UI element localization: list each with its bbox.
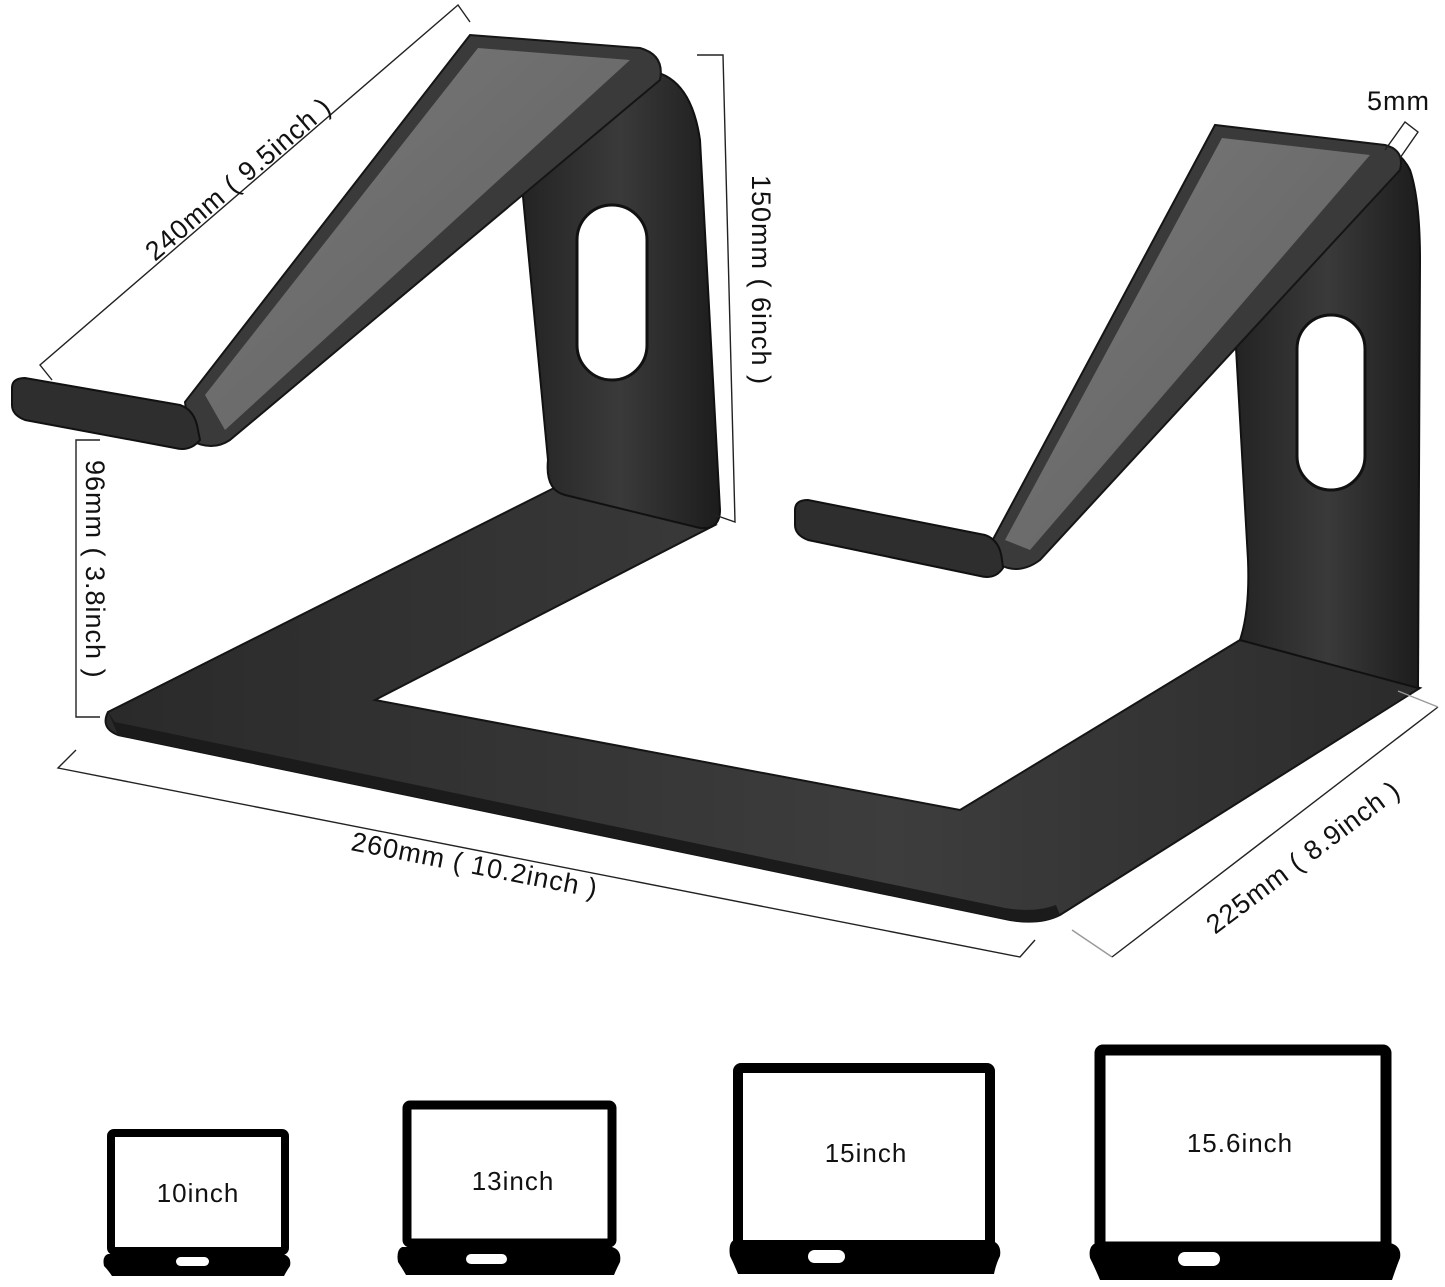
laptop-size-10inch: 10inch xyxy=(103,1129,291,1276)
dimension-front-height: 96mm ( 3.8inch ) xyxy=(75,439,110,718)
dimension-label-top-length: 240mm ( 9.5inch ) xyxy=(139,91,337,266)
laptop-size-13inch: 13inch xyxy=(397,1100,621,1275)
laptop-size-label: 13inch xyxy=(472,1166,555,1196)
dimension-label-thickness: 5mm xyxy=(1367,86,1430,116)
stand-base-edge xyxy=(108,712,1060,922)
laptop-size-15inch: 15inch xyxy=(729,1063,1001,1274)
compatible-sizes-row: 10inch 13inch 15inch xyxy=(103,1044,1401,1280)
left-arm-pad xyxy=(205,48,630,430)
laptop-stand xyxy=(11,33,1423,923)
stand-right-lip xyxy=(794,498,1005,578)
laptop-icon xyxy=(729,1063,1001,1274)
laptop-icon xyxy=(1089,1044,1401,1280)
laptop-size-label: 15inch xyxy=(825,1138,908,1168)
dimension-label-width: 260mm ( 10.2inch ) xyxy=(349,826,601,903)
dimension-height: 150mm ( 6inch ) xyxy=(697,54,776,523)
laptop-icon xyxy=(103,1129,291,1276)
stand-left-lip xyxy=(11,376,202,450)
dimension-thickness: 5mm xyxy=(1367,86,1430,159)
laptop-size-label: 10inch xyxy=(157,1178,240,1208)
right-leg-cutout xyxy=(1295,313,1367,492)
dimension-label-front-height: 96mm ( 3.8inch ) xyxy=(80,460,110,679)
dimension-label-height: 150mm ( 6inch ) xyxy=(746,175,776,385)
right-arm-pad xyxy=(1005,138,1370,550)
laptop-icon xyxy=(397,1100,621,1275)
stand-base-plate xyxy=(104,483,1423,923)
laptop-size-label: 15.6inch xyxy=(1187,1128,1293,1158)
laptop-size-15-6inch: 15.6inch xyxy=(1089,1044,1401,1280)
left-leg-cutout xyxy=(575,203,649,382)
